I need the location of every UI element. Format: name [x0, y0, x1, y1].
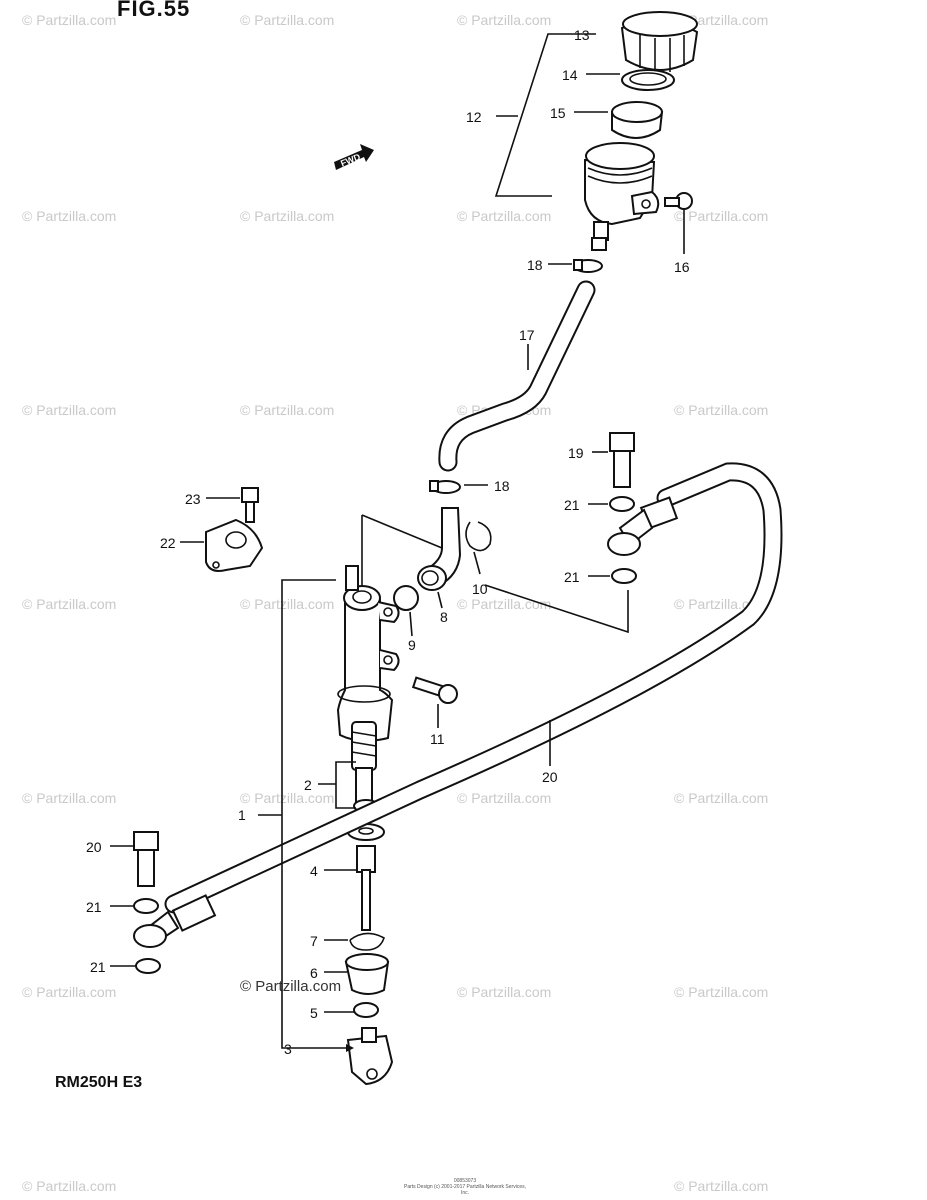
watermark: © Partzilla.com [22, 208, 117, 224]
watermark: © Partzilla.com [22, 402, 117, 418]
union-bolt [609, 432, 635, 488]
callout-7: 7 [310, 933, 318, 949]
callout-21: 21 [90, 959, 106, 975]
callout-12: 12 [466, 109, 482, 125]
callout-21: 21 [564, 569, 580, 585]
footer-copyright: Parts Design (c) 2001-2017 Partzilla Net… [404, 1184, 526, 1196]
model-code: RM250H E3 [55, 1074, 143, 1091]
watermark: © Partzilla.com [240, 12, 335, 28]
footer: 00853073 Parts Design (c) 2001-2017 Part… [400, 1178, 530, 1196]
callout-3: 3 [284, 1041, 292, 1057]
callout-1: 1 [238, 807, 246, 823]
watermark: © Partzilla.com [674, 208, 769, 224]
callout-21: 21 [564, 497, 580, 513]
callout-2: 2 [304, 777, 312, 793]
callout-19: 20 [542, 769, 558, 785]
fwd-arrow-icon: FWD [334, 144, 374, 170]
reservoir-body [584, 142, 660, 251]
union-bolt [133, 831, 159, 887]
callout-22: 22 [160, 535, 176, 551]
callout-23: 23 [185, 491, 201, 507]
callout-13: 13 [574, 27, 590, 43]
callout-10: 10 [472, 581, 488, 597]
clevis [346, 1027, 394, 1086]
mounting-bolt [411, 676, 458, 704]
watermark: © Partzilla.com [22, 984, 117, 1000]
watermark: © Partzilla.com [457, 208, 552, 224]
brake-hose [133, 462, 783, 948]
callout-16: 16 [674, 259, 690, 275]
callout-leaders [110, 33, 685, 1049]
watermark: © Partzilla.com [240, 790, 335, 806]
reservoir-hose [438, 280, 596, 472]
hose-clamp [429, 480, 461, 494]
watermark: © Partzilla.com [674, 984, 769, 1000]
watermark: © Partzilla.com [674, 1178, 769, 1194]
circlip [465, 521, 492, 552]
callout-14: 14 [562, 67, 578, 83]
callout-20: 19 [568, 445, 584, 461]
bracket-bolt [241, 487, 259, 523]
hose-connector [417, 507, 462, 591]
footer-code: 00853073 [453, 1178, 477, 1184]
piston-spring [351, 721, 379, 813]
dust-boot [344, 953, 390, 995]
watermark: © Partzilla.com [457, 790, 552, 806]
callout-8: 8 [440, 609, 448, 625]
sealing-washer [611, 568, 637, 584]
watermark: © Partzilla.com [457, 596, 552, 612]
watermark: © Partzilla.com [22, 12, 117, 28]
watermark: © Partzilla.com [674, 402, 769, 418]
watermark: © Partzilla.com [457, 12, 552, 28]
watermark: © Partzilla.com [22, 790, 117, 806]
callout-11: 11 [430, 731, 445, 747]
callout-18: 18 [527, 257, 543, 273]
diaphragm [611, 101, 664, 139]
screw [664, 192, 693, 210]
callout-17: 17 [519, 327, 535, 343]
callout-18: 18 [494, 478, 510, 494]
o-ring [393, 585, 419, 611]
push-rod [356, 845, 376, 931]
watermark-overlay: © Partzilla.com [240, 978, 342, 995]
callout-15: 15 [550, 105, 566, 121]
watermark: © Partzilla.com [240, 402, 335, 418]
callout-9: 9 [408, 637, 416, 653]
callout-20: 20 [86, 839, 102, 855]
watermark: © Partzilla.com [457, 984, 552, 1000]
sealing-washer [135, 958, 161, 974]
sealing-washer [609, 496, 635, 512]
watermark: © Partzilla.com [22, 596, 117, 612]
watermark: © Partzilla.com [674, 790, 769, 806]
push-rod-circlip [349, 932, 385, 951]
fwd-label: FWD [339, 151, 362, 168]
figure-title: FIG.55 [117, 0, 191, 21]
hose-clamp [573, 259, 603, 273]
callout-5: 5 [310, 1005, 318, 1021]
callout-4: 4 [310, 863, 318, 879]
watermark: © Partzilla.com [240, 208, 335, 224]
reservoir-cap [620, 11, 699, 72]
watermark: © Partzilla.com [22, 1178, 117, 1194]
lock-nut [353, 1002, 379, 1018]
part-callouts: 13 14 12 15 18 16 17 19 18 23 21 22 21 1… [86, 27, 690, 1057]
callout-6: 6 [310, 965, 318, 981]
sealing-washer [133, 898, 159, 914]
callout-21: 21 [86, 899, 102, 915]
watermark: © Partzilla.com [240, 596, 335, 612]
master-cylinder-body [336, 565, 400, 742]
hose-guide-bracket [205, 518, 264, 572]
